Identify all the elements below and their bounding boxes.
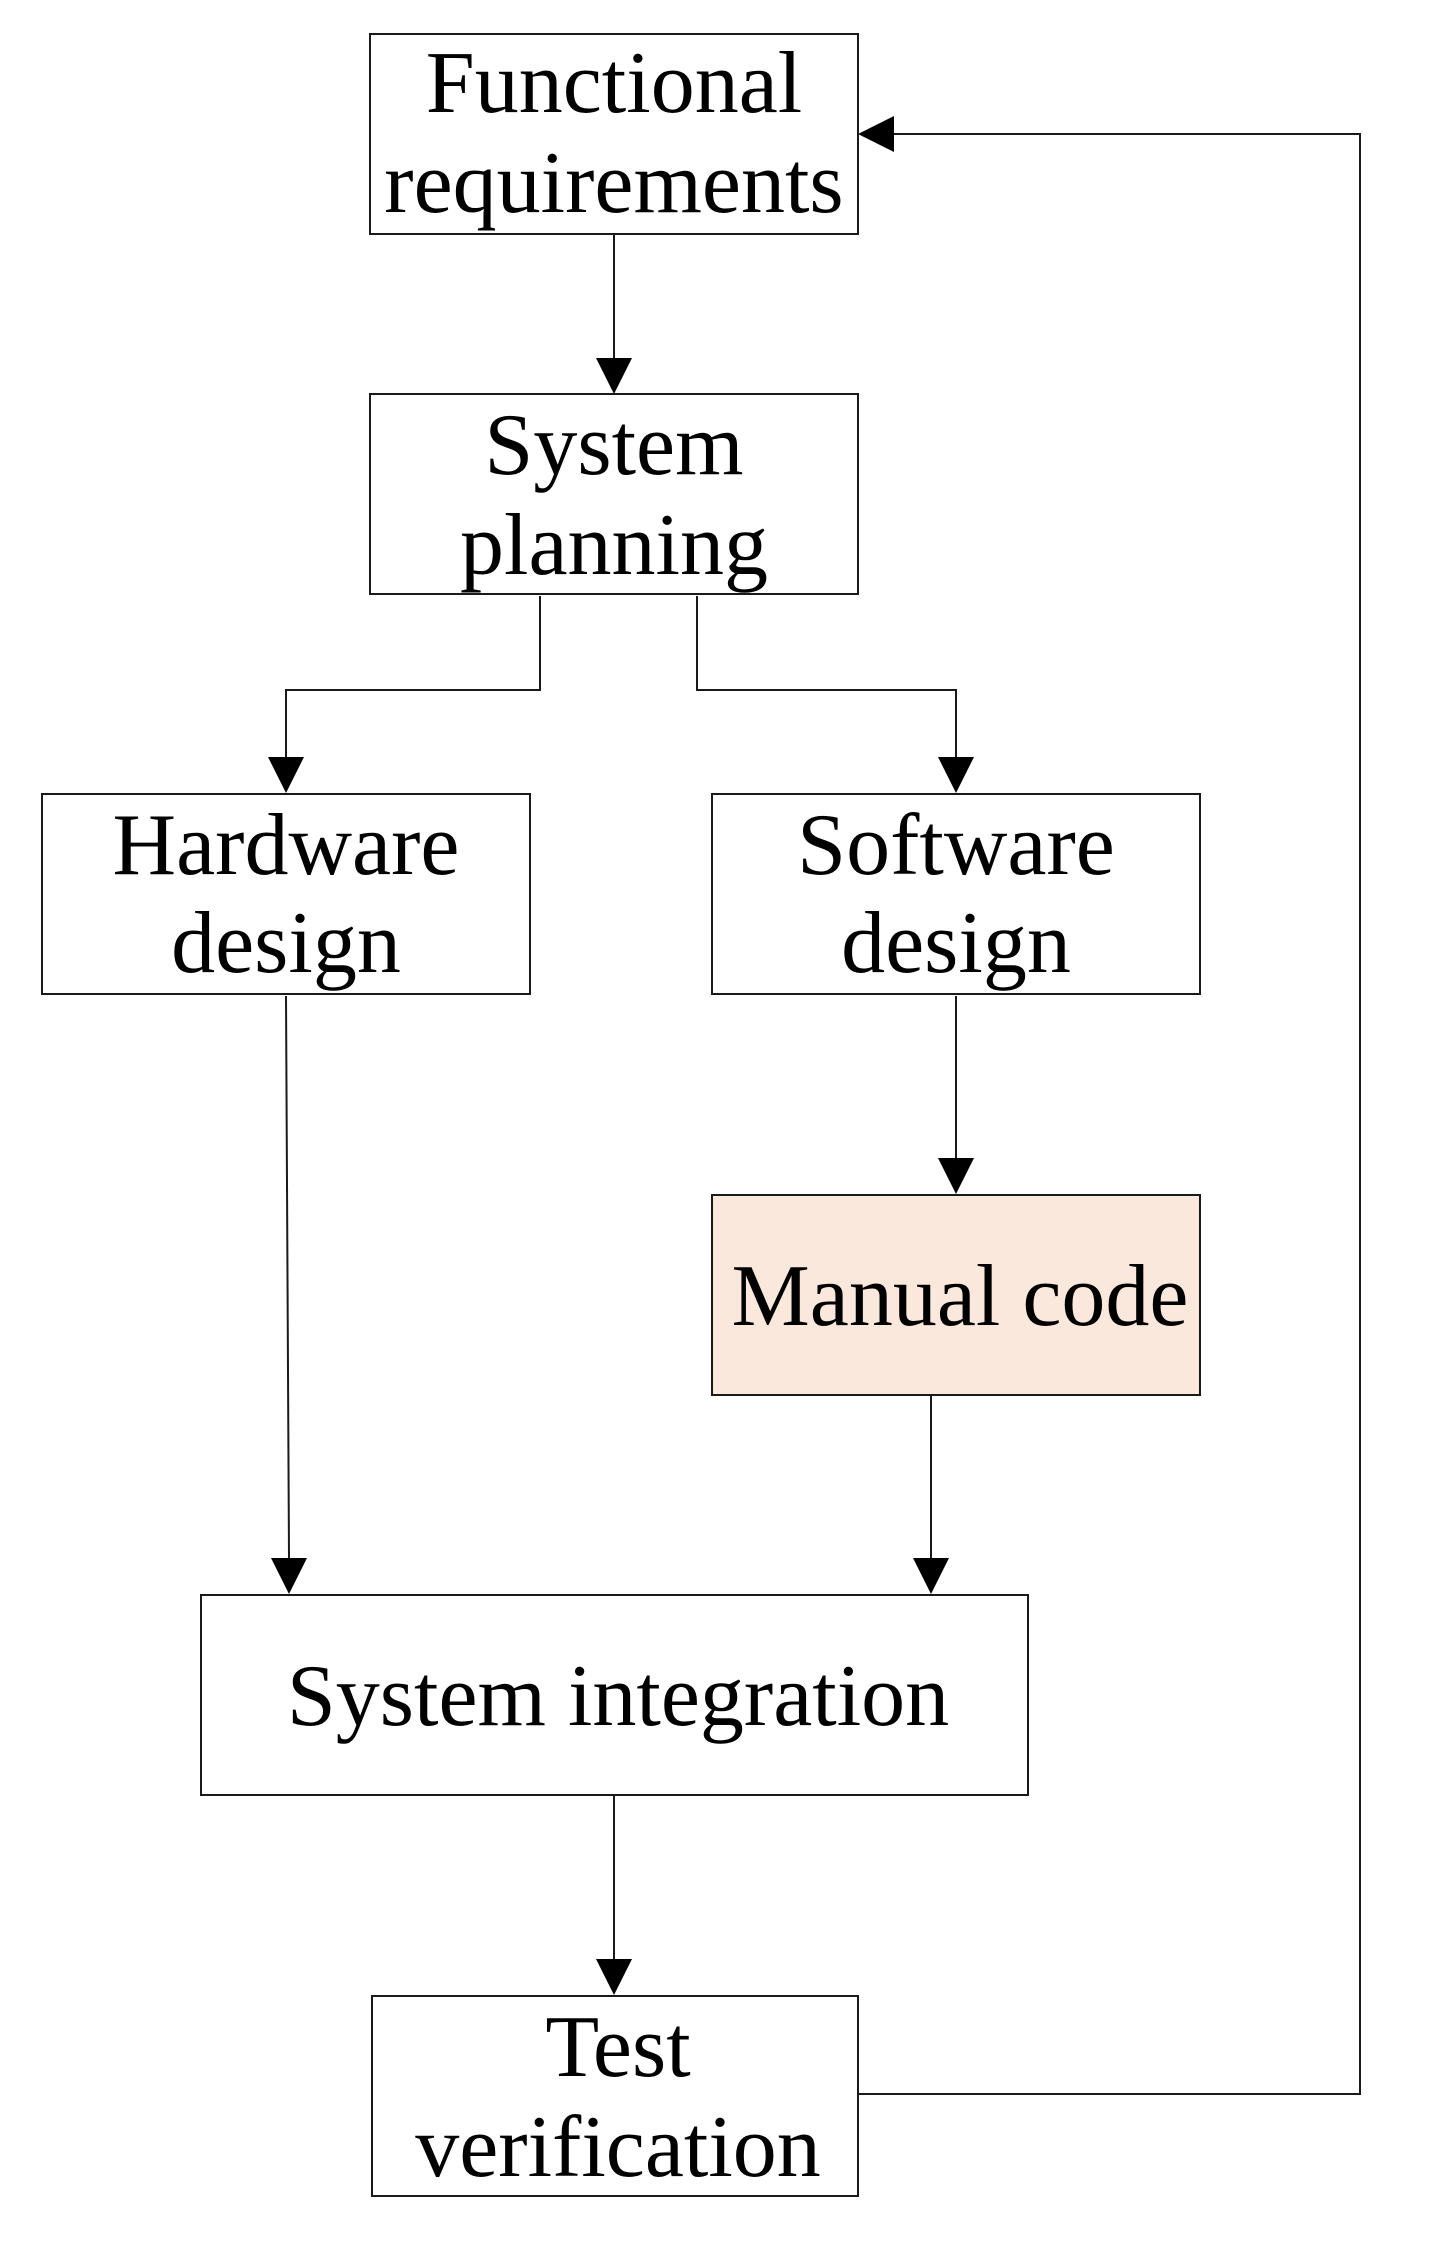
- node-label-line1: System: [484, 397, 743, 494]
- node-label-line1: Test: [545, 1999, 690, 2096]
- node-box-highlighted: [711, 1194, 1201, 1396]
- node-box: [711, 793, 1201, 995]
- edge-planning-to-hardware: [285, 596, 541, 757]
- node-box: [369, 33, 859, 235]
- node-label-line2: design: [841, 895, 1071, 992]
- node-functional-requirements: Functional requirements: [369, 33, 859, 235]
- node-label-line1: Hardware: [113, 797, 460, 894]
- edge-test-to-requirements-feedback: [858, 133, 1361, 2095]
- node-manual-code: Manual code: [711, 1194, 1201, 1396]
- edge-hardware-to-integration: [285, 995, 290, 1559]
- arrowhead-down-icon: [596, 1959, 632, 1995]
- node-box: [369, 393, 859, 595]
- node-label-line2: requirements: [384, 135, 843, 232]
- arrowhead-down-icon: [271, 1558, 307, 1594]
- node-system-planning: System planning: [369, 393, 859, 595]
- node-label-line1: Functional: [426, 35, 802, 132]
- edges: [268, 116, 1361, 2095]
- node-label-line2: design: [171, 895, 401, 992]
- arrowhead-left-icon: [858, 116, 894, 152]
- arrowhead-down-icon: [938, 757, 974, 793]
- node-label-line1: Software: [797, 797, 1115, 894]
- arrowhead-down-icon: [938, 1158, 974, 1194]
- arrowhead-down-icon: [913, 1558, 949, 1594]
- node-test-verification: Test verification: [371, 1995, 859, 2197]
- node-label: System integration: [287, 1648, 949, 1745]
- edge-planning-to-software: [696, 596, 957, 757]
- node-box: [200, 1594, 1029, 1796]
- node-label-line2: planning: [460, 497, 768, 594]
- node-label: Manual code: [732, 1248, 1189, 1345]
- node-software-design: Software design: [711, 793, 1201, 995]
- arrowhead-down-icon: [596, 358, 632, 394]
- arrowhead-down-icon: [268, 757, 304, 793]
- node-box: [371, 1995, 859, 2197]
- node-hardware-design: Hardware design: [41, 793, 531, 995]
- node-box: [41, 793, 531, 995]
- node-label-line2: verification: [415, 2099, 821, 2196]
- node-system-integration: System integration: [200, 1594, 1029, 1796]
